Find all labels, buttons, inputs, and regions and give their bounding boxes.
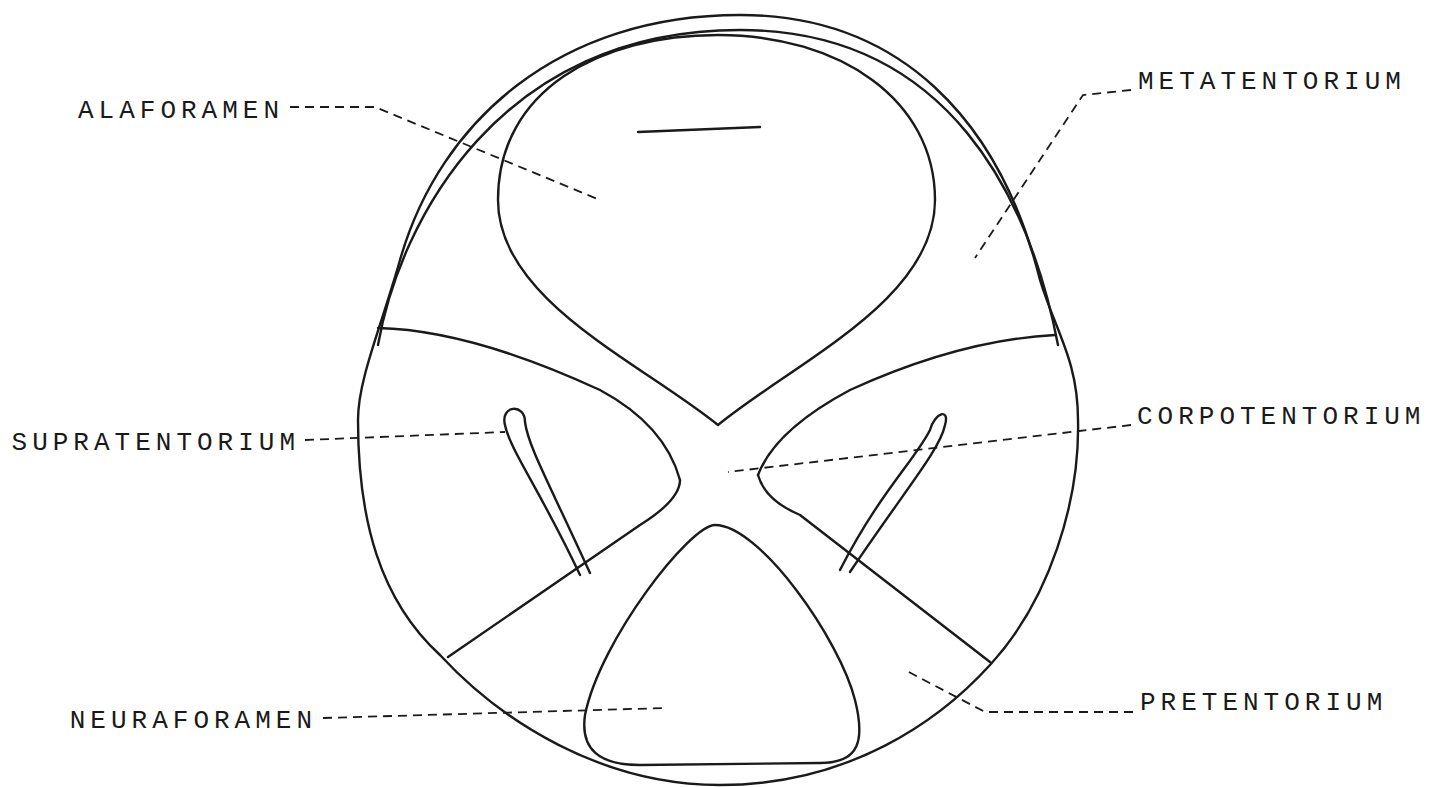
right-supratentorium-arm bbox=[840, 414, 946, 572]
left-supratentorium-arm bbox=[504, 409, 590, 575]
leader-line bbox=[323, 708, 665, 718]
inner-rim bbox=[378, 30, 1058, 345]
part-label: NEURAFORAMEN bbox=[70, 708, 317, 734]
neuraforamen-outline bbox=[584, 525, 859, 765]
part-label: PRETENTORIUM bbox=[1140, 690, 1387, 716]
leader-line bbox=[728, 425, 1131, 472]
head-outline bbox=[358, 15, 1078, 785]
alaforamen-outline bbox=[498, 35, 935, 425]
part-label: ALAFORAMEN bbox=[78, 98, 284, 124]
left-plate-lower bbox=[448, 480, 680, 657]
leader-line bbox=[975, 90, 1131, 258]
leader-line bbox=[290, 107, 600, 200]
part-label: CORPOTENTORIUM bbox=[1137, 404, 1425, 430]
part-label: SUPRATENTORIUM bbox=[12, 430, 300, 456]
left-plate-upper bbox=[378, 328, 680, 480]
right-plate-lower bbox=[758, 475, 990, 662]
part-label: METATENTORIUM bbox=[1138, 69, 1406, 95]
right-plate-upper bbox=[758, 335, 1055, 475]
leader-line bbox=[305, 432, 505, 440]
leader-line bbox=[905, 670, 1133, 712]
alaforamen-mark bbox=[638, 127, 760, 132]
